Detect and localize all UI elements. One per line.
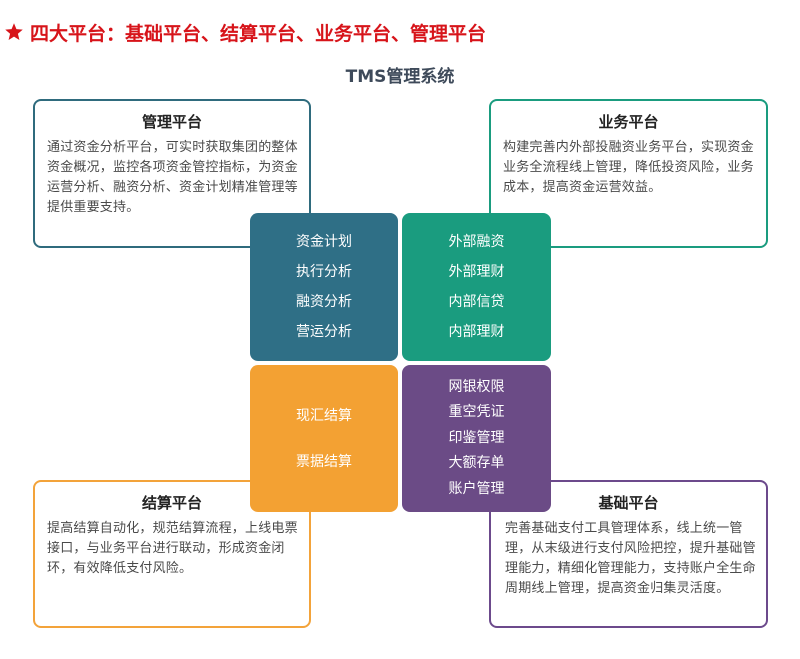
quadrant-item: 营运分析 bbox=[296, 324, 352, 340]
business-quadrant: 外部融资 外部理财 内部信贷 内部理财 bbox=[402, 213, 551, 361]
base-platform-description: 完善基础支付工具管理体系，线上统一管理，从末级进行支付风险把控，提升基础管理能力… bbox=[505, 521, 756, 596]
base-quadrant: 网银权限 重空凭证 印鉴管理 大额存单 账户管理 bbox=[402, 365, 551, 512]
business-platform-title: 业务平台 bbox=[598, 113, 659, 131]
management-platform-description: 通过资金分析平台，可实时获取集团的整体资金概况，监控各项资金管控指标，为资金运营… bbox=[47, 140, 298, 215]
settlement-platform-description: 提高结算自动化，规范结算流程，上线电票接口，与业务平台进行联动，形成资金闭环，有… bbox=[47, 521, 298, 576]
quadrant-item: 内部信贷 bbox=[448, 294, 505, 310]
quadrant-item: 大额存单 bbox=[448, 455, 505, 472]
quadrant-item: 票据结算 bbox=[296, 453, 352, 470]
settlement-quadrant: 现汇结算 票据结算 bbox=[250, 365, 398, 512]
business-platform-description: 构建完善内外部投融资业务平台，实现资金业务全流程线上管理，降低投资风险，业务成本… bbox=[503, 140, 754, 195]
header: 四大平台：基础平台、结算平台、业务平台、管理平台 bbox=[4, 18, 486, 46]
quadrant-item: 网银权限 bbox=[448, 378, 505, 395]
quadrant-item: 内部理财 bbox=[448, 324, 505, 340]
quadrant-item: 印鉴管理 bbox=[448, 429, 505, 446]
quadrant-item: 账户管理 bbox=[448, 480, 505, 497]
base-platform-title: 基础平台 bbox=[598, 494, 659, 512]
quadrant-item: 融资分析 bbox=[296, 294, 352, 310]
star-icon bbox=[5, 23, 23, 40]
diagram-title: TMS管理系统 bbox=[345, 67, 455, 87]
quadrant-item: 现汇结算 bbox=[296, 407, 352, 424]
management-platform-card: 管理平台 通过资金分析平台，可实时获取集团的整体资金概况，监控各项资金管控指标，… bbox=[33, 99, 311, 248]
quadrant-item: 外部理财 bbox=[448, 264, 505, 280]
quadrant-item: 资金计划 bbox=[296, 234, 352, 250]
quadrant-item: 外部融资 bbox=[448, 234, 505, 250]
management-platform-title: 管理平台 bbox=[141, 113, 202, 131]
management-quadrant: 资金计划 执行分析 融资分析 营运分析 bbox=[250, 213, 398, 361]
quadrant-item: 执行分析 bbox=[296, 264, 352, 280]
quadrant-item: 重空凭证 bbox=[448, 404, 505, 421]
settlement-platform-title: 结算平台 bbox=[141, 494, 202, 512]
settlement-platform-card: 结算平台 提高结算自动化，规范结算流程，上线电票接口，与业务平台进行联动，形成资… bbox=[33, 480, 311, 628]
header-text: 四大平台：基础平台、结算平台、业务平台、管理平台 bbox=[30, 22, 487, 45]
